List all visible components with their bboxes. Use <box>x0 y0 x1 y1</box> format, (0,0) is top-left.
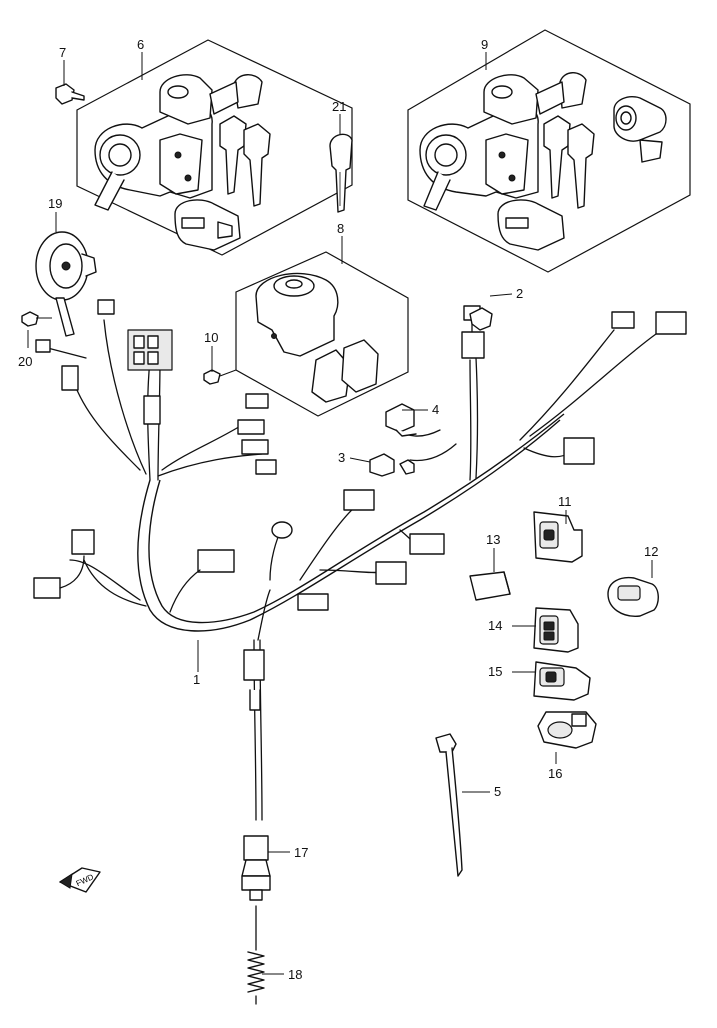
switch-16 <box>537 711 597 749</box>
horn-bracket <box>55 297 75 337</box>
front-arrow-icon: FWD <box>59 867 101 893</box>
ignition-switch-8-group <box>235 251 409 417</box>
label-16: 16 <box>548 766 562 781</box>
cap-13 <box>469 571 511 601</box>
key-6a <box>219 115 247 195</box>
label-14: 14 <box>488 618 502 633</box>
label-7: 7 <box>59 45 66 60</box>
label-9: 9 <box>481 37 488 52</box>
label-2: 2 <box>516 286 523 301</box>
key-6b <box>243 123 271 207</box>
screw-20 <box>21 311 52 327</box>
screw-10 <box>203 369 237 385</box>
label-6: 6 <box>137 37 144 52</box>
part-number-labels: 7 6 9 21 19 8 2 10 20 4 3 11 13 12 14 15… <box>18 37 658 982</box>
switch-11 <box>533 511 583 563</box>
key-21 <box>329 133 353 213</box>
cap-3 <box>369 453 415 477</box>
lock-set-9-group <box>407 29 691 273</box>
clamp-2 <box>469 307 493 331</box>
label-8: 8 <box>337 221 344 236</box>
screw-7 <box>55 83 85 105</box>
leader-lines <box>27 52 653 975</box>
cable-tie-5 <box>435 733 463 877</box>
label-13: 13 <box>486 532 500 547</box>
label-17: 17 <box>294 845 308 860</box>
label-20: 20 <box>18 354 32 369</box>
label-12: 12 <box>644 544 658 559</box>
cap-4 <box>385 403 417 437</box>
label-1: 1 <box>193 672 200 687</box>
lock-set-6-outline <box>76 39 353 256</box>
label-4: 4 <box>432 402 439 417</box>
horn-19 <box>35 231 97 337</box>
switch-14 <box>533 607 579 653</box>
main-wiring-harness-1 <box>33 299 687 821</box>
label-10: 10 <box>204 330 218 345</box>
lock-set-9-outline <box>407 29 691 273</box>
label-18: 18 <box>288 967 302 982</box>
label-5: 5 <box>494 784 501 799</box>
label-3: 3 <box>338 450 345 465</box>
sensor-17 <box>241 835 271 901</box>
label-15: 15 <box>488 664 502 679</box>
spring-18 <box>247 905 265 1005</box>
lock-set-6-group <box>76 39 353 256</box>
label-21: 21 <box>332 99 346 114</box>
label-19: 19 <box>48 196 62 211</box>
label-11: 11 <box>558 494 572 509</box>
switch-12 <box>607 576 659 617</box>
switch-15 <box>533 661 591 701</box>
